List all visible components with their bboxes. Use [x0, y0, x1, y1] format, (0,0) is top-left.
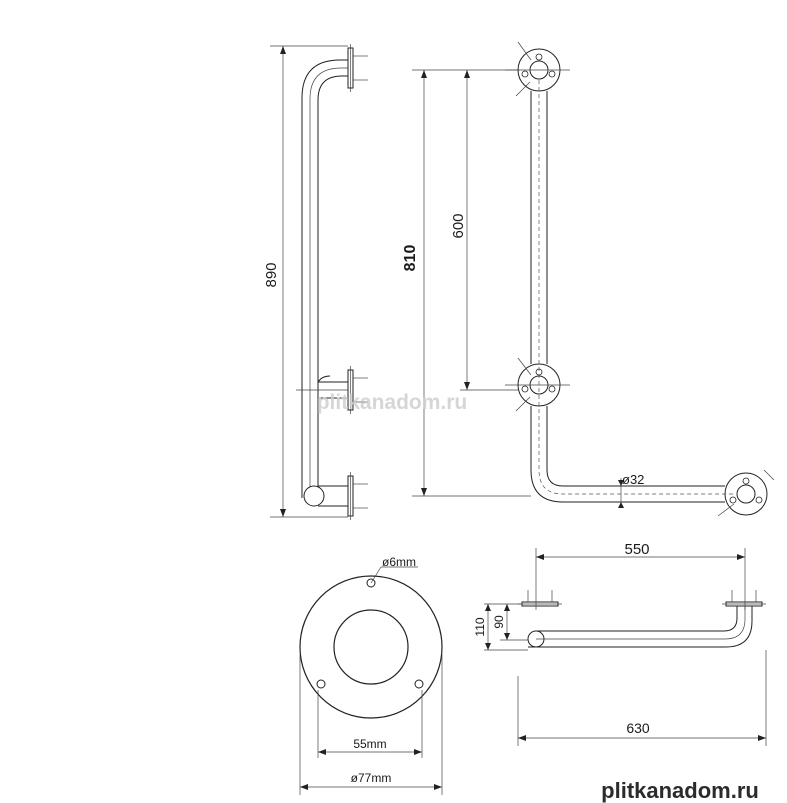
front-view: 810 600 ø32 — [402, 41, 775, 517]
dimension-90: 90 — [492, 615, 506, 629]
dimension-890: 890 — [263, 262, 280, 287]
flange-detail: ø6mm 55mm ø77mm — [299, 555, 443, 795]
dimension-550: 550 — [624, 541, 649, 558]
dimension-hole-diameter: ø6mm — [382, 555, 416, 569]
dimension-tube-diameter: ø32 — [622, 472, 644, 487]
watermark-bottom: plitkanadom.ru — [601, 778, 759, 803]
dimension-600: 600 — [450, 213, 467, 238]
dimension-810: 810 — [402, 245, 419, 272]
dimension-inner: 55mm — [353, 737, 386, 751]
dimension-110: 110 — [473, 617, 487, 636]
side-view: 890 — [263, 44, 368, 520]
dimension-630: 630 — [626, 720, 650, 736]
top-view: 550 110 90 630 — [473, 541, 767, 746]
dimension-outer: ø77mm — [351, 771, 392, 785]
watermark-center: plitkanadom.ru — [317, 391, 468, 414]
